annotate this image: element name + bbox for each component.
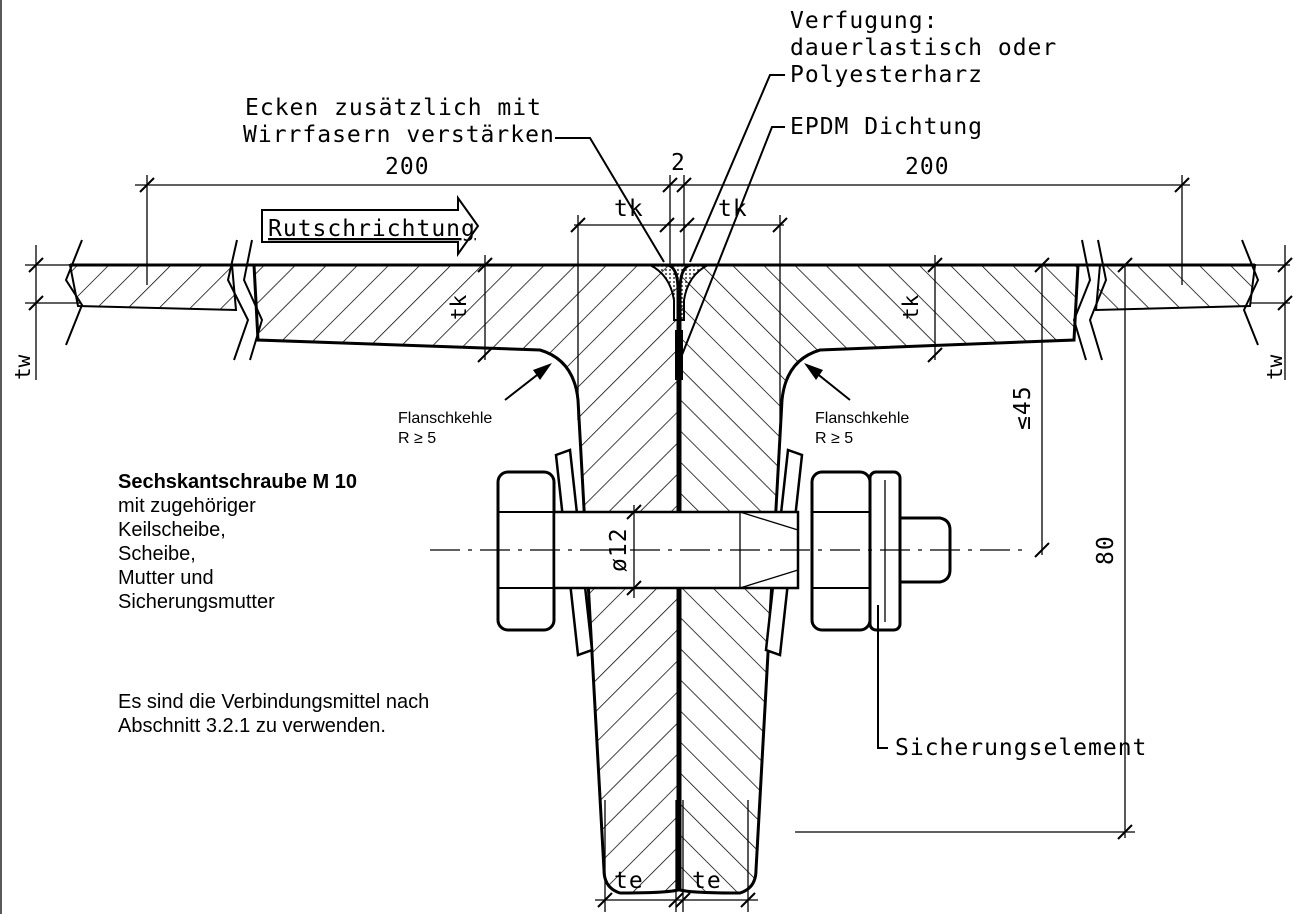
nut	[810, 470, 872, 632]
label-ecken: Ecken zusätzlich mit	[245, 95, 542, 121]
dimension-tw	[25, 245, 1293, 380]
dimension-width	[135, 175, 1190, 285]
dimension-bolt-diameter-label: ø12	[606, 527, 632, 572]
dimension-tw-left: tw	[11, 354, 35, 380]
epdm-seal	[675, 330, 683, 380]
plate-fragment-left	[68, 264, 238, 312]
label-epdm: EPDM Dichtung	[790, 114, 983, 140]
label-verfugung-material: dauerlastisch oder	[790, 35, 1057, 61]
break-line	[1241, 239, 1260, 346]
bolt-note-title: Sechskantschraube M 10	[118, 471, 357, 493]
label-flanschkehle-right: Flanschkehle	[815, 410, 909, 427]
leader-verfugung	[689, 74, 785, 263]
dimension-tk-flange-left: tk	[447, 294, 471, 320]
slide-direction-arrow	[261, 194, 480, 258]
label-wirrfasern: Wirrfasern verstärken	[243, 122, 555, 148]
break-line	[64, 239, 84, 346]
slide-direction-label: Rutschrichtung	[268, 216, 476, 242]
leader-sicherungselement	[877, 605, 888, 749]
label-sicherungselement: Sicherungselement	[895, 735, 1147, 761]
bolt-note-line: Keilscheibe,	[118, 519, 226, 541]
bolt-head	[496, 470, 556, 632]
bolt-note-line: Sicherungsmutter	[118, 591, 275, 613]
dimension-max-distance-label: ≤45	[1010, 385, 1036, 430]
break-line	[1088, 239, 1108, 361]
label-flanschkehle-left: Flanschkehle	[398, 410, 492, 427]
dimension-tk-vertical	[477, 255, 943, 363]
dimension-height-label: 80	[1093, 535, 1119, 565]
leader-ecken	[555, 137, 665, 263]
break-line	[242, 239, 264, 361]
flanschkehle-arrow-right	[804, 363, 851, 401]
bolt-thread-end	[898, 516, 952, 584]
joint-sealant	[649, 264, 709, 321]
usage-note: Es sind die Verbindungsmittel nach Absch…	[118, 690, 429, 738]
break-line	[1072, 239, 1092, 361]
bolt-note-line: Mutter und	[118, 567, 214, 589]
break-line	[226, 239, 250, 361]
dimension-width-left: 200	[385, 154, 430, 180]
bolt-note-line: Scheibe,	[118, 543, 196, 565]
dimension-height	[795, 257, 1135, 840]
leader-epdm	[679, 126, 785, 361]
dimension-tk-top	[570, 215, 788, 420]
dimension-te-left: te	[614, 868, 644, 894]
label-verfugung: Verfugung:	[790, 8, 938, 34]
label-polyesterharz: Polyesterharz	[790, 62, 983, 88]
dimension-tk-flange-right: tk	[899, 294, 923, 320]
dimension-width-right: 200	[905, 154, 950, 180]
dimension-max-distance	[1034, 257, 1050, 558]
bolt-note-line: mit zugehöriger	[118, 495, 256, 517]
dimension-gap: 2	[671, 150, 686, 176]
usage-note-line: Abschnitt 3.2.1 zu verwenden.	[118, 715, 386, 737]
dimension-te-right: te	[692, 868, 722, 894]
dimension-bolt-diameter	[626, 504, 642, 598]
dimension-tw-right: tw	[1263, 354, 1287, 380]
usage-note-line: Es sind die Verbindungsmittel nach	[118, 691, 430, 713]
lock-nut	[868, 470, 902, 632]
dimension-tk-left: tk	[614, 196, 644, 222]
flanschkehle-arrow-left	[504, 363, 552, 401]
dimension-tk-right: tk	[718, 196, 748, 222]
bolt-note: Sechskantschraube M 10 mit zugehöriger K…	[118, 470, 357, 614]
label-radius-right: R ≥ 5	[815, 430, 853, 447]
label-radius-left: R ≥ 5	[398, 430, 436, 447]
plate-fragment-right	[1094, 264, 1257, 312]
dimension-te	[595, 800, 758, 912]
